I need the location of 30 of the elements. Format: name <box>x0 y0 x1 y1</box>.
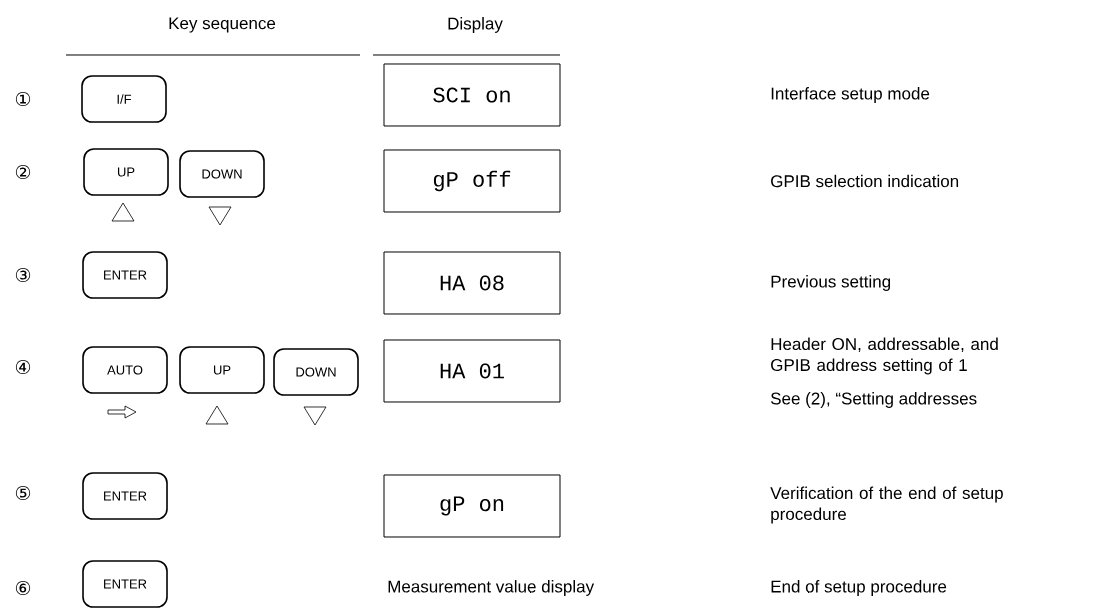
description-text: Measurement value display <box>388 580 595 596</box>
description-text: Interface setup mode <box>771 87 930 103</box>
description-text: Header ON, addressable, and GPIB address setting of 1 <box>771 337 998 375</box>
step-number: ⑥ <box>15 580 31 596</box>
key-button: DOWN <box>179 150 265 198</box>
step-number: ③ <box>15 267 31 283</box>
key-button: UP <box>179 346 265 394</box>
description-text: GPIB selection indication <box>771 174 959 188</box>
step-number: ② <box>15 164 31 180</box>
step-number: ⑤ <box>15 485 31 501</box>
step-number: ① <box>15 91 31 107</box>
description-text: Verification of the end of setup procedure <box>770 486 1003 524</box>
display-box: HA 01 <box>383 339 561 403</box>
column-heading: Display <box>448 17 503 33</box>
key-button: DOWN <box>273 348 359 396</box>
key-button: I/F <box>81 75 167 123</box>
description-text: Previous setting <box>771 275 891 291</box>
display-box: SCI on <box>383 63 561 127</box>
key-button: ENTER <box>82 472 168 520</box>
key-button: UP <box>83 148 169 196</box>
display-box: HA 08 <box>383 251 561 315</box>
column-heading: Key sequence <box>169 17 276 33</box>
display-box: gP on <box>383 474 561 538</box>
key-button: AUTO <box>82 346 168 394</box>
display-box: gP off <box>383 149 561 213</box>
description-text: See (2), “Setting addresses <box>770 392 977 408</box>
step-number: ④ <box>15 359 31 375</box>
key-button: ENTER <box>82 560 168 608</box>
description-text: End of setup procedure <box>771 580 947 596</box>
key-button: ENTER <box>82 251 168 299</box>
